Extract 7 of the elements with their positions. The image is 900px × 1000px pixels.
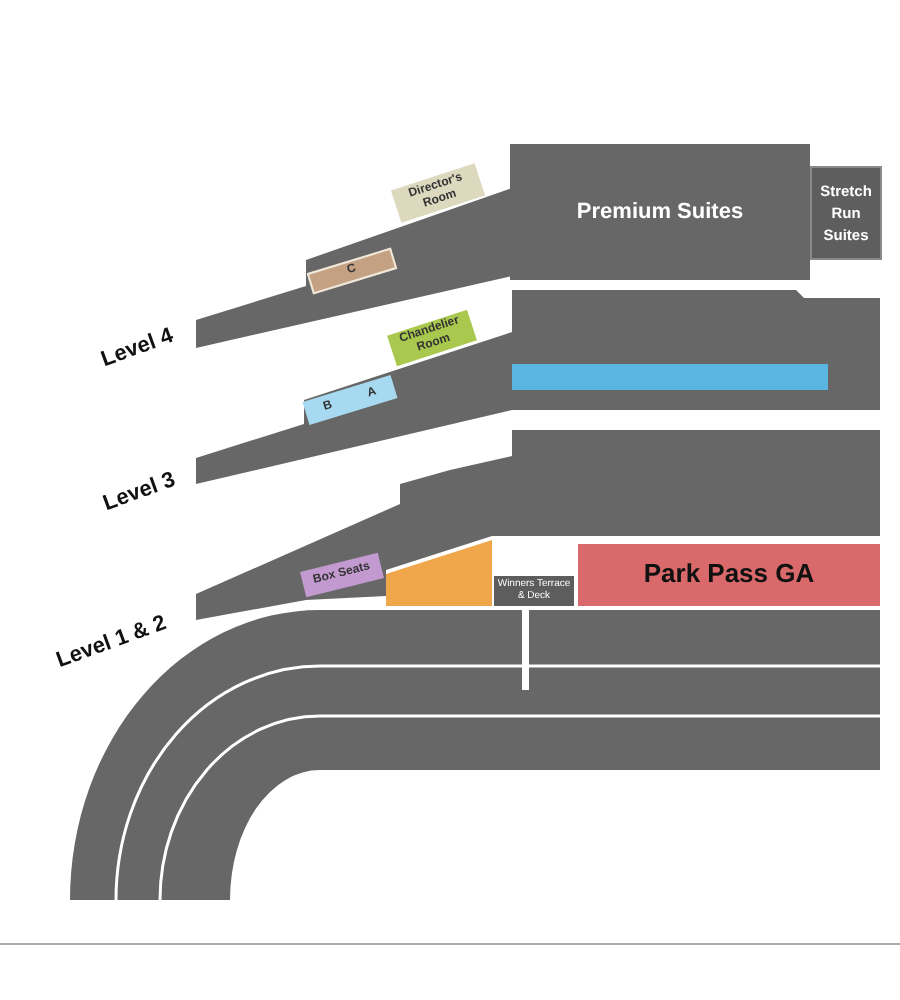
seating-section: Premium Suites (510, 144, 810, 280)
level-label: Level 1 & 2 (53, 611, 170, 673)
seating-section (386, 540, 492, 606)
seating-section (512, 364, 828, 390)
level-label: Level 4 (98, 323, 177, 373)
level-label: Level 3 (100, 467, 179, 517)
seating-section: Park Pass GA (578, 544, 880, 606)
